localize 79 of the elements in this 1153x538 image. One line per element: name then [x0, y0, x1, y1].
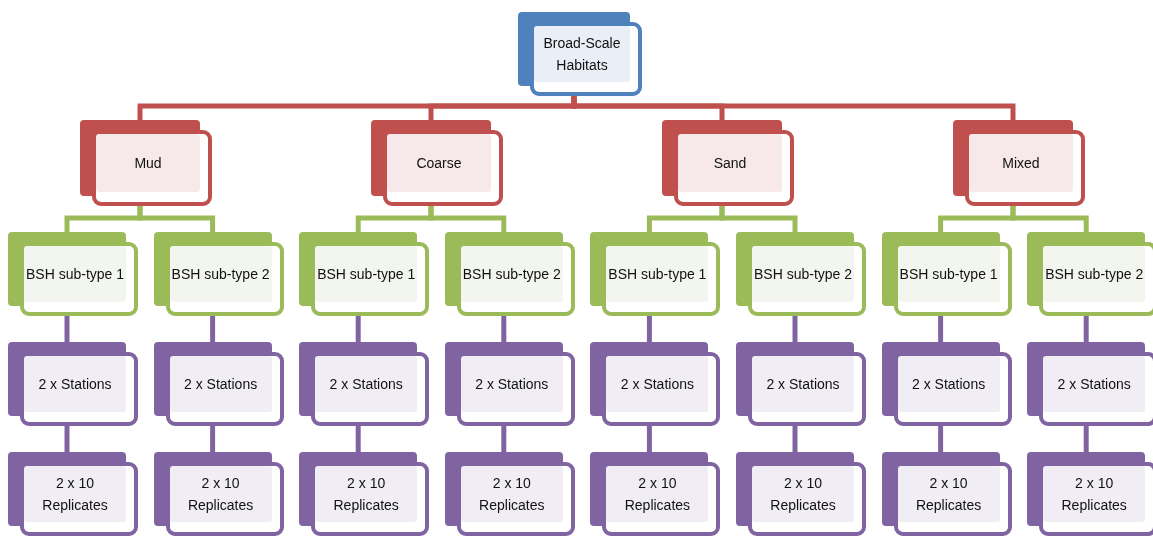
connector-line	[64, 426, 70, 452]
box-label: Mixed	[1001, 154, 1041, 173]
hierarchy-box	[590, 232, 721, 316]
box-label: 2 x Stations	[619, 375, 695, 394]
hierarchy-box	[736, 342, 866, 426]
hierarchy-box	[881, 232, 1012, 316]
connector-line	[64, 316, 70, 342]
box-label: 2 x Stations	[474, 375, 550, 394]
connector-line	[792, 316, 798, 342]
box-label: 2 x Stations	[911, 375, 987, 394]
hierarchy-box	[444, 342, 575, 426]
connector-line	[646, 426, 652, 452]
box-label: Mud	[133, 154, 163, 173]
connector-line	[137, 206, 216, 232]
connector-line	[428, 206, 507, 232]
hierarchy-box	[1027, 342, 1153, 426]
box-label: BSH sub-type 1	[898, 265, 999, 284]
hierarchy-box	[590, 342, 721, 426]
box-label: 2 x 10 Replicates	[478, 474, 546, 515]
hierarchy-box	[371, 120, 503, 206]
box-label: Sand	[712, 154, 748, 173]
connector-line	[1010, 206, 1089, 232]
hierarchy-box	[881, 342, 1012, 426]
connector-line	[1083, 316, 1089, 342]
hierarchy-box	[299, 232, 430, 316]
box-label: 2 x 10 Replicates	[623, 474, 692, 515]
box-label: 2 x 10 Replicates	[186, 474, 255, 515]
hierarchy-box	[444, 232, 575, 316]
hierarchy-box	[8, 452, 138, 536]
connector-line	[355, 426, 361, 452]
hierarchy-box	[590, 452, 721, 536]
hierarchy-box	[153, 342, 284, 426]
hierarchy-box	[1027, 452, 1153, 536]
box-label: 2 x Stations	[1056, 375, 1132, 394]
hierarchy-box	[953, 120, 1085, 206]
hierarchy-box	[153, 232, 284, 316]
connector-line	[501, 426, 507, 452]
connector-line	[355, 316, 361, 342]
box-label: Broad-Scale Habitats	[542, 34, 622, 75]
connector-line	[210, 426, 216, 452]
hierarchy-box	[736, 452, 866, 536]
hierarchy-box	[153, 452, 284, 536]
box-label: BSH sub-type 2	[1044, 265, 1145, 284]
hierarchy-box	[8, 342, 138, 426]
box-label: 2 x 10 Replicates	[41, 474, 109, 515]
connector-line	[210, 316, 216, 342]
hierarchy-box	[881, 452, 1012, 536]
connector-line	[938, 426, 944, 452]
box-label: 2 x 10 Replicates	[769, 474, 837, 515]
connector-line	[719, 206, 798, 232]
box-label: BSH sub-type 1	[607, 265, 708, 284]
hierarchy-box	[8, 232, 138, 316]
hierarchy-box	[518, 12, 642, 96]
connector-line	[501, 316, 507, 342]
box-label: BSH sub-type 1	[316, 265, 417, 284]
connector-line	[1083, 426, 1089, 452]
connector-line	[792, 426, 798, 452]
box-label: BSH sub-type 2	[752, 265, 854, 284]
hierarchy-box	[80, 120, 212, 206]
hierarchy-box	[299, 452, 430, 536]
box-label: 2 x 10 Replicates	[332, 474, 400, 515]
box-label: BSH sub-type 2	[170, 265, 271, 284]
connector-line	[571, 96, 1016, 120]
box-label: Coarse	[415, 154, 463, 173]
connector-line	[938, 316, 944, 342]
box-label: 2 x 10 Replicates	[914, 474, 983, 515]
hierarchy-box	[444, 452, 575, 536]
box-label: 2 x Stations	[328, 375, 404, 394]
hierarchy-box	[736, 232, 866, 316]
hierarchy-box	[1027, 232, 1153, 316]
hierarchy-box	[662, 120, 794, 206]
connector-line	[646, 316, 652, 342]
box-label: BSH sub-type 2	[461, 265, 562, 284]
box-label: BSH sub-type 1	[24, 265, 126, 284]
box-label: 2 x Stations	[183, 375, 259, 394]
box-label: 2 x Stations	[765, 375, 841, 394]
box-label: 2 x Stations	[37, 375, 113, 394]
hierarchy-box	[299, 342, 430, 426]
box-label: 2 x 10 Replicates	[1060, 474, 1128, 515]
